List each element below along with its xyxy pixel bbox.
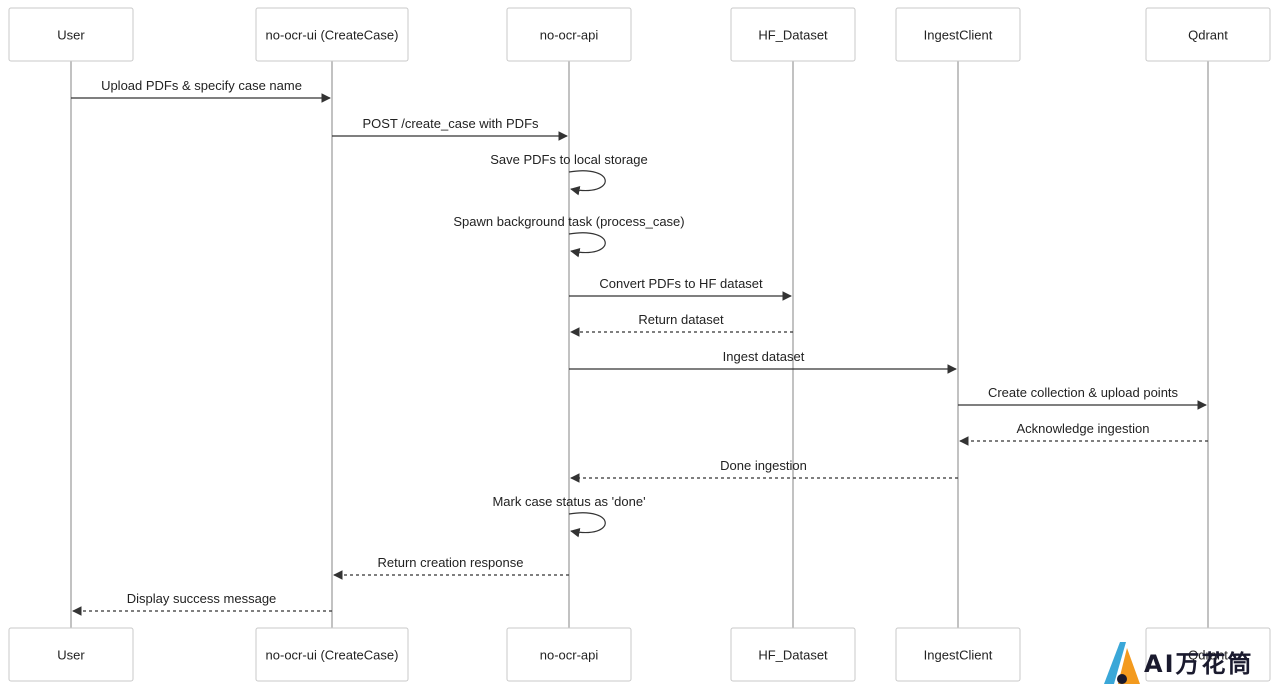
message-label: Mark case status as 'done' bbox=[492, 494, 645, 509]
actor-label: Qdrant bbox=[1188, 648, 1228, 663]
actor-box bbox=[730, 7, 856, 62]
actor-label: no-ocr-api bbox=[540, 28, 599, 43]
actor-top-ingestclient: IngestClient bbox=[895, 7, 1021, 62]
actor-box bbox=[506, 627, 632, 682]
message-label: Spawn background task (process_case) bbox=[453, 214, 684, 229]
actor-label: User bbox=[57, 28, 85, 43]
message-label: Create collection & upload points bbox=[988, 385, 1179, 400]
actor-box bbox=[506, 7, 632, 62]
self-message-arrow bbox=[568, 170, 606, 196]
message-3: Save PDFs to local storage bbox=[490, 152, 648, 196]
message-label: Acknowledge ingestion bbox=[1017, 421, 1150, 436]
actor-box bbox=[8, 7, 134, 62]
actor-label: HF_Dataset bbox=[758, 28, 828, 43]
actor-box bbox=[255, 627, 409, 682]
actor-label: Qdrant bbox=[1188, 28, 1228, 43]
actor-bottom-no-ocr-api: no-ocr-api bbox=[506, 627, 632, 682]
message-2: POST /create_case with PDFs bbox=[332, 116, 568, 141]
message-label: Upload PDFs & specify case name bbox=[101, 78, 302, 93]
actor-bottom-qdrant: Qdrant bbox=[1145, 627, 1271, 682]
message-label: Save PDFs to local storage bbox=[490, 152, 648, 167]
actor-bottom-user: User bbox=[8, 627, 134, 682]
message-label: POST /create_case with PDFs bbox=[362, 116, 539, 131]
message-12: Return creation response bbox=[333, 555, 569, 580]
message-6: Return dataset bbox=[570, 312, 793, 337]
watermark-text: AI万花筒 bbox=[1144, 650, 1254, 678]
actor-label: no-ocr-api bbox=[540, 648, 599, 663]
message-label: Done ingestion bbox=[720, 458, 807, 473]
message-9: Acknowledge ingestion bbox=[959, 421, 1208, 446]
watermark-logo: AI万花筒 bbox=[1104, 642, 1254, 684]
actor-box bbox=[895, 627, 1021, 682]
actor-top-user: User bbox=[8, 7, 134, 62]
message-7: Ingest dataset bbox=[569, 349, 957, 374]
actor-top-no-ocr-api: no-ocr-api bbox=[506, 7, 632, 62]
message-8: Create collection & upload points bbox=[958, 385, 1207, 410]
self-message-arrow bbox=[568, 512, 606, 538]
message-label: Ingest dataset bbox=[723, 349, 805, 364]
message-5: Convert PDFs to HF dataset bbox=[569, 276, 792, 301]
message-label: Return creation response bbox=[378, 555, 524, 570]
actor-label: IngestClient bbox=[924, 28, 993, 43]
actor-box bbox=[255, 7, 409, 62]
self-message-arrow bbox=[568, 232, 606, 258]
actor-bottom-ingestclient: IngestClient bbox=[895, 627, 1021, 682]
logo-icon bbox=[1104, 642, 1140, 684]
message-10: Done ingestion bbox=[570, 458, 958, 483]
message-label: Return dataset bbox=[638, 312, 724, 327]
actor-box bbox=[8, 627, 134, 682]
actor-label: HF_Dataset bbox=[758, 648, 828, 663]
actor-label: User bbox=[57, 648, 85, 663]
actor-box bbox=[895, 7, 1021, 62]
message-label: Convert PDFs to HF dataset bbox=[599, 276, 763, 291]
message-4: Spawn background task (process_case) bbox=[453, 214, 685, 258]
actor-box bbox=[1145, 7, 1271, 62]
message-1: Upload PDFs & specify case name bbox=[71, 78, 331, 103]
actor-top-qdrant: Qdrant bbox=[1145, 7, 1271, 62]
actor-box bbox=[1145, 627, 1271, 682]
actor-top-no-ocr-ui-createcase: no-ocr-ui (CreateCase) bbox=[255, 7, 409, 62]
message-11: Mark case status as 'done' bbox=[492, 494, 646, 538]
actor-top-hf-dataset: HF_Dataset bbox=[730, 7, 856, 62]
actor-label: no-ocr-ui (CreateCase) bbox=[266, 28, 399, 43]
actor-label: no-ocr-ui (CreateCase) bbox=[266, 648, 399, 663]
actor-bottom-no-ocr-ui-createcase: no-ocr-ui (CreateCase) bbox=[255, 627, 409, 682]
message-label: Display success message bbox=[127, 591, 277, 606]
message-13: Display success message bbox=[72, 591, 332, 616]
actor-bottom-hf-dataset: HF_Dataset bbox=[730, 627, 856, 682]
actor-label: IngestClient bbox=[924, 648, 993, 663]
actor-box bbox=[730, 627, 856, 682]
